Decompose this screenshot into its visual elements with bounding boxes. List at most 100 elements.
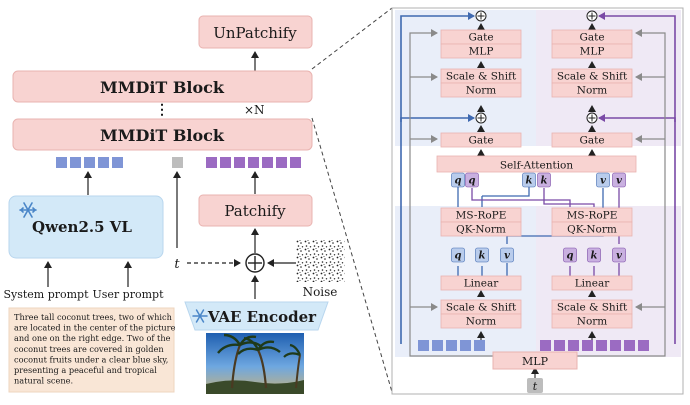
mmdit-block-top: MMDiT Block xyxy=(12,70,313,103)
text-token xyxy=(446,340,457,351)
prompt-line: coconut trees are covered in golden xyxy=(14,344,164,354)
prompt-line: and one on the right edge. Two of the xyxy=(14,333,171,343)
image-token xyxy=(638,340,649,351)
linear-box-text-label: Linear xyxy=(464,278,500,290)
residual-line-text-upper xyxy=(400,12,475,122)
scale-shift-box-image-top: Scale & Shift xyxy=(551,68,633,84)
self-attention-box-label: Self-Attention xyxy=(500,160,574,172)
residual-add-nodes xyxy=(475,10,598,124)
gate-box-image-mid: Gate xyxy=(551,132,633,148)
gate-box-text-mid-label: Gate xyxy=(468,135,493,147)
zoom-connector-top xyxy=(311,7,393,70)
prompt-line: presenting a peaceful and tropical xyxy=(14,365,157,375)
q-chip-text: q xyxy=(451,247,465,263)
scale-shift-box-image-bottom: Scale & Shift xyxy=(551,299,633,315)
text-token xyxy=(98,157,109,168)
zoom-connector-bottom xyxy=(311,117,393,393)
qwen-encoder-block: Qwen2.5 VL xyxy=(8,195,164,259)
image-token xyxy=(554,340,565,351)
k-chip-text: k xyxy=(475,247,489,263)
q-chip-image: q xyxy=(563,247,577,263)
times-n-label: ×N xyxy=(244,103,265,117)
linear-box-image-label: Linear xyxy=(575,278,611,290)
main-flow-lines xyxy=(477,23,596,379)
norm-box-image-bottom: Norm xyxy=(551,313,633,329)
qk-norm-box-image-label: QK-Norm xyxy=(567,224,617,236)
mmdit-top-label: MMDiT Block xyxy=(100,78,225,97)
self-attention-box: Self-Attention xyxy=(436,155,637,173)
snowflake-icon xyxy=(19,202,37,218)
image-token xyxy=(206,157,217,168)
q-chip-text-attn-label: q xyxy=(455,176,462,187)
q-chip-image-label: q xyxy=(567,251,574,262)
noise-label: Noise xyxy=(303,285,338,299)
mmdit-bottom-label: MMDiT Block xyxy=(100,126,225,145)
gate-box-text-top: Gate xyxy=(440,29,522,45)
right-token-row xyxy=(418,340,649,351)
text-token xyxy=(84,157,95,168)
mlp-box-text-label: MLP xyxy=(469,46,494,58)
system-prompt-label: System prompt xyxy=(3,288,89,301)
scale-shift-box-text-top-label: Scale & Shift xyxy=(446,71,517,83)
timestep-mlp-label: MLP xyxy=(522,355,549,368)
image-token xyxy=(568,340,579,351)
v-chip-text-attn: v xyxy=(596,172,610,188)
text-token xyxy=(432,340,443,351)
image-token xyxy=(234,157,245,168)
gate-box-text-mid: Gate xyxy=(440,132,522,148)
norm-box-image-top: Norm xyxy=(551,82,633,98)
image-token xyxy=(596,340,607,351)
v-chip-image-label: v xyxy=(616,251,622,262)
linear-box-image: Linear xyxy=(551,275,633,291)
ms-rope-box-text-label: MS-RoPE xyxy=(456,210,507,222)
prompt-line: coconut fruits under a clear blue sky, xyxy=(14,354,168,364)
scale-shift-box-text-bottom: Scale & Shift xyxy=(440,299,522,315)
ms-rope-box-image-label: MS-RoPE xyxy=(567,210,618,222)
scale-shift-box-image-bottom-label: Scale & Shift xyxy=(557,302,628,314)
prompt-line: are located in the center of the picture xyxy=(14,323,176,333)
image-token xyxy=(582,340,593,351)
image-token xyxy=(262,157,273,168)
norm-box-image-bottom-label: Norm xyxy=(577,316,608,328)
prompt-text-box xyxy=(8,307,175,393)
qk-norm-box-text-label: QK-Norm xyxy=(456,224,506,236)
text-branch-add-mid xyxy=(475,112,487,124)
image-branch-add-top xyxy=(586,10,598,22)
ms-rope-box-text: MS-RoPE xyxy=(440,207,522,223)
timestep-mlp-block: MLP xyxy=(492,351,578,370)
vae-encoder-block: VAE Encoder xyxy=(184,301,329,331)
text-token xyxy=(112,157,123,168)
v-chip-image-attn: v xyxy=(612,172,626,188)
repeat-ellipsis: ⋮ xyxy=(155,102,169,118)
norm-box-text-bottom: Norm xyxy=(440,313,522,329)
gate-box-image-top: Gate xyxy=(551,29,633,45)
scale-shift-box-image-top-label: Scale & Shift xyxy=(557,71,628,83)
linear-box-text: Linear xyxy=(440,275,522,291)
image-token xyxy=(624,340,635,351)
gate-box-image-mid-label: Gate xyxy=(579,135,604,147)
unpatchify-label: UnPatchify xyxy=(213,24,297,42)
qk-norm-box-text: QK-Norm xyxy=(440,221,522,237)
noise-image xyxy=(296,240,345,282)
text-token xyxy=(56,157,67,168)
patchify-block: Patchify xyxy=(198,194,313,227)
image-token xyxy=(276,157,287,168)
left-token-row xyxy=(56,157,301,168)
k-chip-image-label: k xyxy=(591,251,598,262)
v-chip-text: v xyxy=(500,247,514,263)
prompt-line: Three tall coconut trees, two of which xyxy=(14,312,173,322)
timestep-chip-label: t xyxy=(533,380,538,393)
image-token xyxy=(540,340,551,351)
norm-box-text-top: Norm xyxy=(440,82,522,98)
gate-box-image-top-label: Gate xyxy=(579,32,604,44)
v-chip-image-attn-label: v xyxy=(616,176,622,187)
input-photo xyxy=(206,333,304,394)
v-chip-text-attn-label: v xyxy=(600,176,606,187)
norm-box-text-bottom-label: Norm xyxy=(466,316,497,328)
qwen-label: Qwen2.5 VL xyxy=(32,218,132,236)
image-token xyxy=(610,340,621,351)
user-prompt-label: User prompt xyxy=(93,288,165,301)
